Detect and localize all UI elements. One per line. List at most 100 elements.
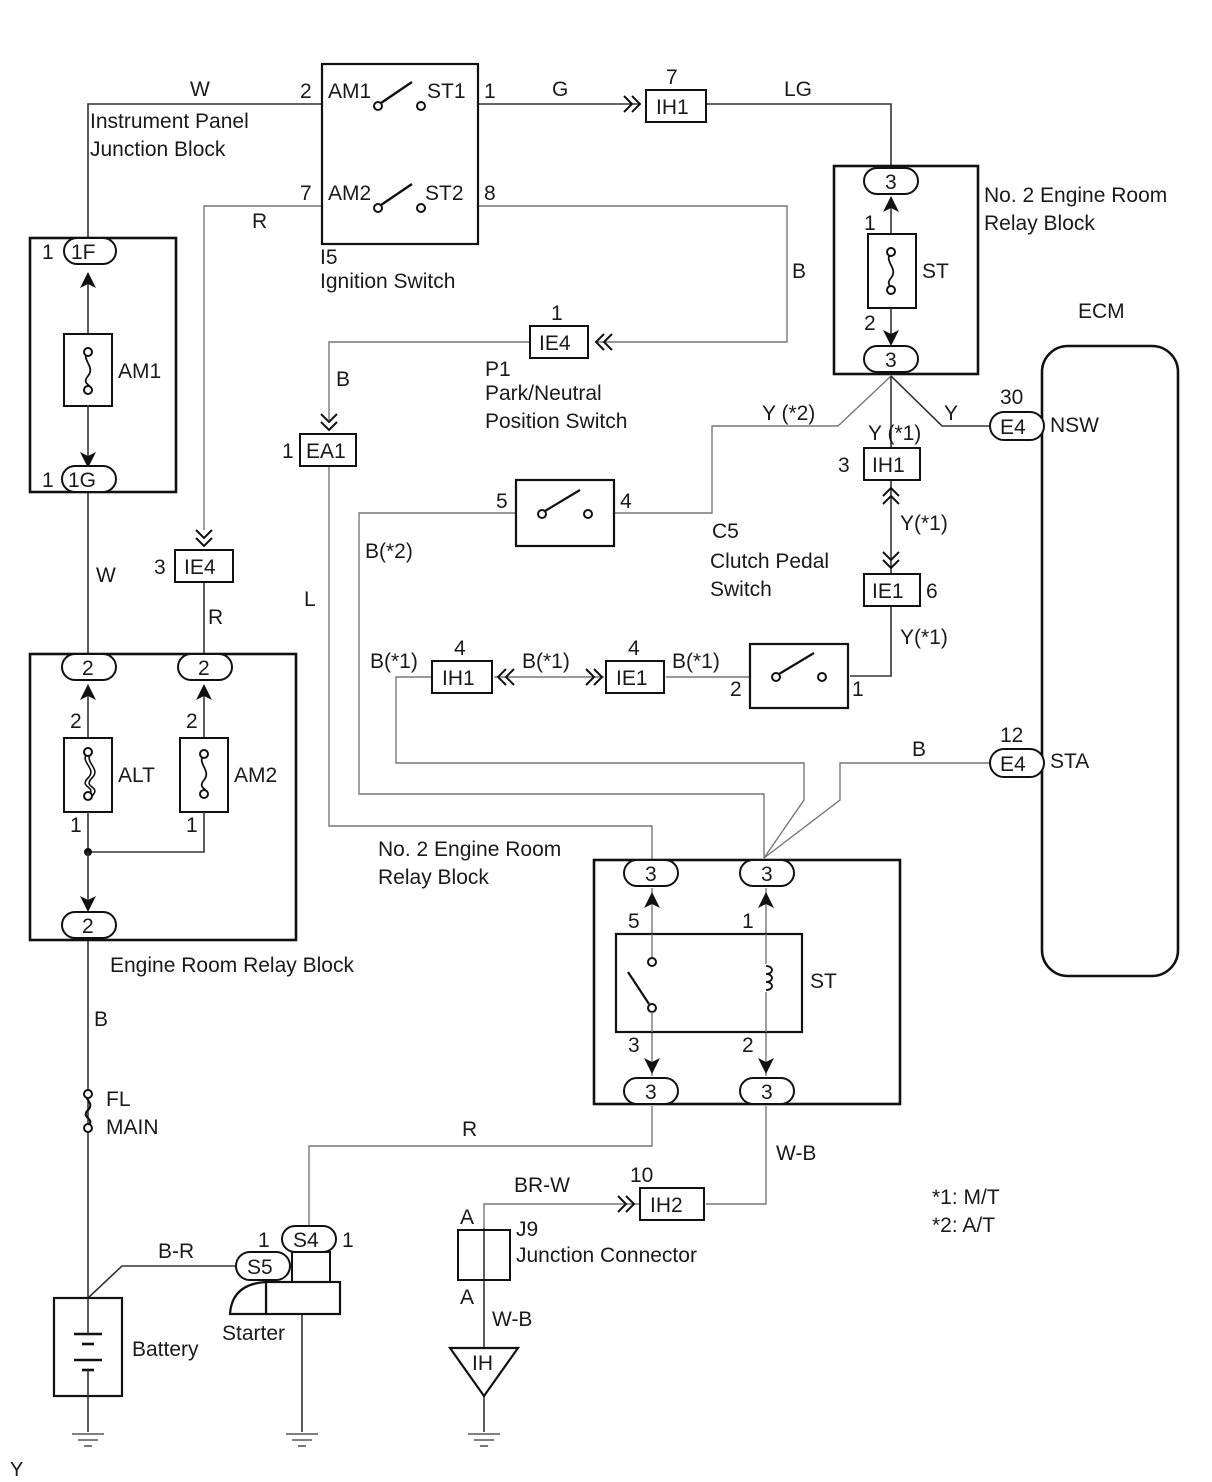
wire-label-b-mt-a: B(*1) — [370, 650, 418, 673]
wire-y-nsw — [890, 375, 996, 427]
battery-label: Battery — [132, 1338, 199, 1361]
corner-mark: Y — [10, 1459, 23, 1481]
pn-blade — [544, 489, 581, 512]
ea1-chevron — [320, 413, 338, 432]
ie4-left-pin: 3 — [154, 556, 166, 579]
wire-label-w-b-relay: W-B — [776, 1142, 816, 1165]
errb-box — [28, 652, 298, 942]
rbb-arrow-down-left — [644, 1058, 660, 1074]
pn-id: P1 — [485, 358, 511, 381]
wire-label-br-w: BR-W — [514, 1174, 570, 1197]
errb-conn-bottom — [61, 911, 117, 939]
ign-pin-2: 2 — [300, 80, 312, 103]
fl-dot-b — [83, 1123, 93, 1133]
ign-pin-7: 7 — [300, 182, 312, 205]
clutch-switch-box — [748, 642, 850, 710]
note-at: *2: A/T — [932, 1214, 995, 1237]
clutch-pedal-switch: 2 1 — [730, 642, 864, 710]
wire-label-w-top: W — [190, 78, 210, 101]
starter-pin-right: 1 — [342, 1229, 354, 1252]
rbb-conn-bottom-left-label: 3 — [645, 1081, 657, 1104]
starter-solenoid — [291, 1251, 331, 1283]
ign-term-am1: AM1 — [328, 80, 371, 103]
wire-label-g: G — [552, 78, 568, 101]
ih1-top-box — [645, 89, 707, 123]
starter: S4 1 1 S5 Starter — [222, 1225, 354, 1345]
errb-pin1-left: 1 — [70, 814, 82, 837]
clutch-line1: Clutch Pedal — [710, 550, 829, 573]
rbb-pin-1: 1 — [742, 910, 754, 933]
ie4-left-chevron — [195, 529, 213, 548]
errb-name: Engine Room Relay Block — [110, 954, 354, 977]
errb-arrow-up-left — [80, 684, 96, 700]
ign-id: I5 — [320, 246, 338, 269]
wire-label-r-ie4: R — [208, 606, 223, 629]
ecm-name: ECM — [1078, 300, 1125, 323]
ie4-mid-id: IE4 — [539, 332, 571, 355]
connector-ie4-left: IE4 3 — [154, 529, 234, 583]
wire-w-top — [87, 103, 322, 240]
ign-blade-am1 — [380, 81, 413, 104]
wire-label-r-starter: R — [462, 1118, 477, 1141]
ih1-right-chevron — [882, 486, 900, 505]
ih1-top-chevron — [623, 95, 642, 113]
ih1-low-box — [431, 660, 493, 694]
starter-nose — [228, 1280, 268, 1316]
rbb-relay-contact-a — [647, 957, 657, 967]
wire-label-lg: LG — [784, 78, 812, 101]
ecm-box — [1040, 344, 1180, 978]
ih1-low-pin: 4 — [454, 637, 466, 660]
ih2-chevron — [617, 1195, 636, 1213]
errb-conn-bottom-num: 2 — [82, 915, 94, 938]
park-neutral-switch: 5 4 — [496, 478, 632, 548]
errb-fuse-am2-label: AM2 — [234, 764, 277, 787]
errb-wire-join — [87, 812, 205, 853]
engine-room-relay-block: 2 2 ALT AM2 1 1 — [28, 652, 298, 942]
clutch-contact-b — [817, 672, 827, 682]
j9-pin-top: A — [460, 1206, 474, 1229]
connector-ih1-low: IH1 4 — [431, 637, 515, 694]
ih2-pin: 10 — [630, 1164, 653, 1187]
pn-contact-b — [583, 509, 593, 519]
ign-contact-am2 — [373, 203, 383, 213]
ground-symbol-battery — [72, 1433, 104, 1447]
ecm-conn-nsw — [989, 411, 1045, 441]
wire-b-st2 — [478, 205, 788, 343]
ih1-top-pin: 7 — [666, 66, 678, 89]
ie4-mid-pin: 1 — [551, 302, 563, 325]
ea1-pin: 1 — [282, 440, 294, 463]
no2-relay-block-top: 3 1 ST 2 3 — [832, 164, 980, 376]
ie1-low-chevron — [585, 668, 604, 686]
ipjb-arrow-down — [80, 452, 96, 468]
rbb-relay-box — [614, 932, 804, 1034]
ground-symbol-ih — [468, 1433, 500, 1447]
ih1-right-pin: 3 — [838, 454, 850, 477]
starter-conn-s4-label: S4 — [293, 1229, 319, 1252]
rbb-relay-blade — [627, 971, 650, 1005]
wire-label-w-b-ground: W-B — [492, 1308, 532, 1331]
ign-blade-am2 — [380, 183, 413, 206]
clutch-contact-a — [771, 672, 781, 682]
wire-label-l: L — [304, 588, 316, 611]
ign-pin-8: 8 — [484, 182, 496, 205]
connector-ih1-top: IH1 7 — [623, 66, 707, 123]
errb-conn-left — [61, 653, 117, 681]
wire-label-b-ie4: B — [336, 368, 350, 391]
ih2-id: IH2 — [650, 1194, 683, 1217]
pn-pin-5: 5 — [496, 490, 508, 513]
ipjb-conn-1g — [61, 465, 117, 493]
ipjb-pin-bottom: 1 — [42, 469, 54, 492]
rbb-name-line1: No. 2 Engine Room — [378, 838, 561, 861]
wire-y-at — [614, 375, 892, 514]
starter-label: Starter — [222, 1322, 285, 1345]
rbt-conn-bottom — [863, 345, 919, 373]
ih1-low-id: IH1 — [442, 667, 475, 690]
wire-label-b-at: B(*2) — [365, 540, 413, 563]
ea1-box — [299, 433, 357, 467]
rbt-name-line2: Relay Block — [984, 212, 1095, 235]
ignition-switch: 2 AM1 ST1 1 7 AM2 ST2 8 I5 Ignition Swit… — [300, 62, 496, 293]
rbb-relay-coil — [765, 965, 773, 991]
ie1-right-box — [863, 573, 921, 607]
ipjb-fuse-am1-label: AM1 — [118, 360, 161, 383]
ie4-left-box — [174, 549, 234, 583]
